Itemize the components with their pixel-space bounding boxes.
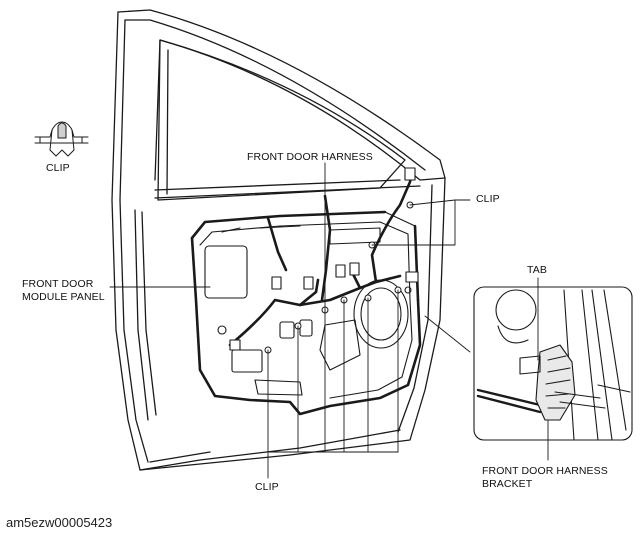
clip-icon: [34, 121, 89, 157]
front-door-harness-label: FRONT DOOR HARNESS: [247, 151, 373, 163]
image-code: am5ezw00005423: [6, 515, 113, 530]
door-frame: [111, 9, 446, 471]
connectors: [229, 167, 419, 351]
module-panel-label-line2: MODULE PANEL: [22, 291, 105, 303]
tab-label: TAB: [527, 264, 547, 276]
module-panel: [191, 211, 421, 415]
clip-legend-label: CLIP: [46, 162, 70, 174]
bracket-label-line1: FRONT DOOR HARNESS: [482, 465, 608, 477]
detail-callout: [473, 286, 633, 441]
leader-lines: [109, 162, 549, 479]
clip-right-label: CLIP: [476, 193, 500, 205]
harness-line: [190, 168, 422, 416]
clip-bottom-label: CLIP: [255, 481, 279, 493]
bracket-label-line2: BRACKET: [482, 478, 533, 490]
module-panel-label-line1: FRONT DOOR: [22, 278, 94, 290]
